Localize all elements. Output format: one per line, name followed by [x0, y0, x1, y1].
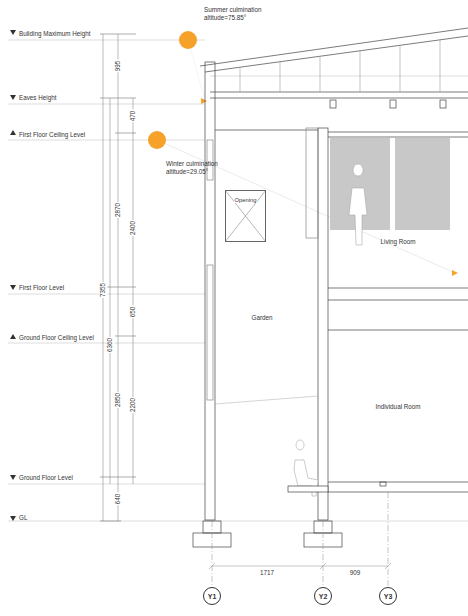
- room-label: Individual Room: [375, 403, 420, 411]
- dimension: 2850: [114, 392, 122, 408]
- person-figures: [294, 164, 367, 496]
- grid-name: Y3: [384, 593, 393, 600]
- walls: [205, 62, 468, 520]
- dimension: 1717: [259, 569, 275, 577]
- grid-name: Y2: [319, 593, 328, 600]
- winter-sun: [148, 131, 166, 149]
- room-label: Garden: [251, 314, 272, 322]
- opening-box: Opening: [225, 190, 266, 242]
- sun-label: Summer culmination altitude=75.85°: [204, 6, 282, 21]
- level-label: Eaves Height: [19, 94, 56, 102]
- dimension: 7355: [99, 282, 107, 298]
- level-markers: [10, 30, 16, 521]
- dimension: 995: [114, 60, 122, 73]
- dimension: 640: [114, 493, 122, 506]
- level-label: First Floor Level: [19, 284, 64, 292]
- grid-bubble: Y1: [203, 587, 221, 605]
- dimension: 2870: [114, 202, 122, 218]
- sun-rays: [157, 40, 458, 276]
- grid-name: Y1: [208, 593, 217, 600]
- opening-label: Opening: [234, 197, 258, 203]
- dimension: 650: [129, 306, 137, 319]
- bench: [288, 486, 328, 492]
- grid-bubble: Y2: [314, 587, 332, 605]
- grid-lines: [209, 492, 391, 586]
- grid-bubble: Y3: [379, 587, 397, 605]
- level-label: Building Maximum Height: [19, 30, 90, 38]
- level-label: Ground Floor Level: [19, 474, 73, 482]
- level-label: First Floor Ceiling Level: [19, 131, 85, 139]
- windows: [330, 138, 450, 230]
- dimension: 6360: [106, 337, 114, 353]
- dimension: 2200: [129, 397, 137, 413]
- foundations: [193, 521, 342, 547]
- opening-cross: [225, 190, 266, 242]
- level-lines: [8, 40, 468, 521]
- sun-label: Winter culmination altitude=29.05°: [166, 160, 244, 175]
- dimension: 909: [349, 569, 362, 577]
- dimension: 2400: [129, 220, 137, 236]
- level-label: Ground Floor Ceiling Level: [19, 334, 94, 342]
- dimension-lines: [100, 34, 136, 521]
- room-label: Living Room: [381, 238, 416, 246]
- roof: [200, 28, 468, 108]
- level-label: GL: [19, 514, 27, 522]
- summer-sun: [179, 31, 197, 49]
- dimension: 470: [129, 110, 137, 123]
